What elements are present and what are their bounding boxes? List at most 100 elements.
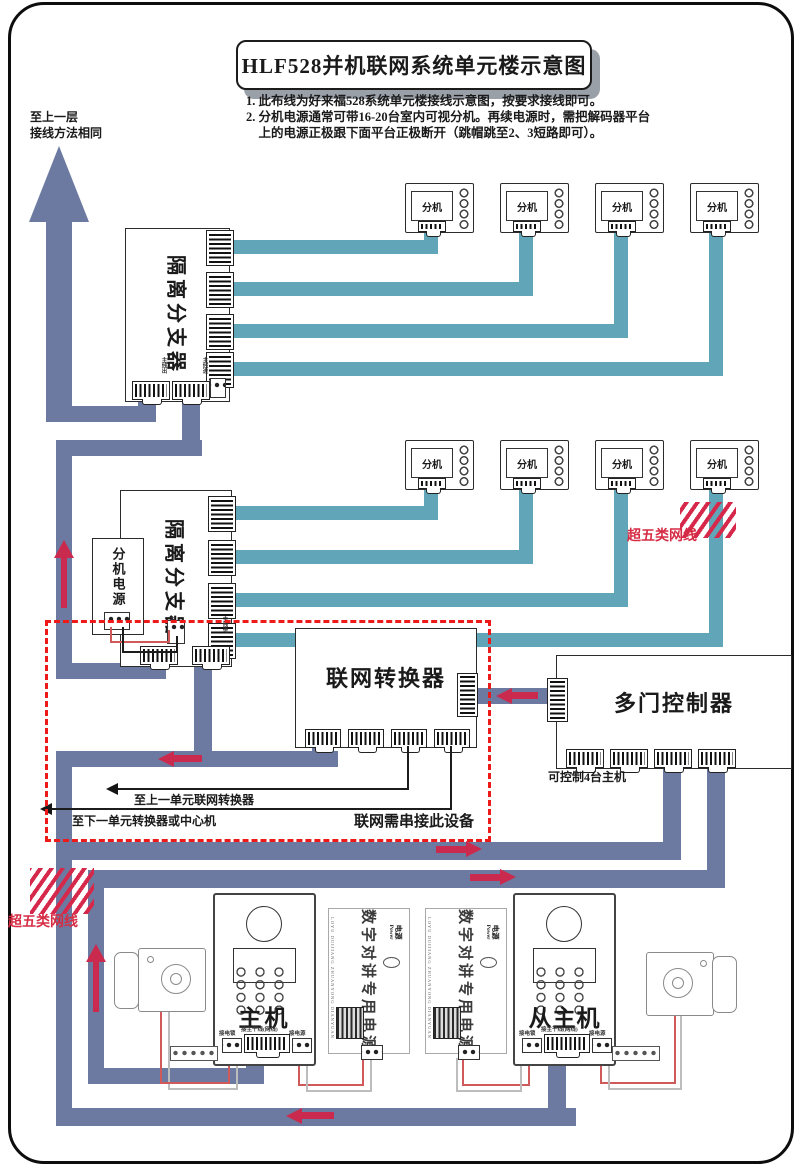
psu2-wire-gray-h [456, 1090, 520, 1092]
cat5-wire-ext5-v [424, 486, 438, 520]
extension-1-buttons [459, 188, 469, 230]
power-wire-black-v2 [176, 636, 178, 653]
lock2-wire-red-v1 [600, 1066, 602, 1084]
wire-mid-link [56, 440, 202, 456]
slave-trunk-connector [544, 1034, 590, 1058]
extension-1-label: 分机 [422, 202, 442, 214]
lock1-screw [147, 956, 154, 963]
note-2: 2. 分机电源通常可带16-20台室内可视分机。再续电源时，需把解码器平台 上的… [246, 110, 651, 141]
extension-2-connector [513, 221, 541, 237]
psu2-output-prongs [458, 1045, 480, 1060]
electric-lock-1 [138, 948, 206, 1012]
splitter1-line-in-label: 主线进 [201, 357, 208, 374]
power-wire-red-h [110, 641, 170, 643]
lock1-strike-plate [114, 952, 139, 1009]
slave-keypad [536, 967, 593, 1018]
lock2-wire-gray-h [608, 1088, 682, 1090]
splitter2-port2 [208, 540, 236, 576]
extension-6-buttons [554, 445, 564, 487]
psu1-power-cn: 电源 [394, 924, 404, 940]
flow-arrow-up-1-shaft [61, 556, 67, 608]
flow-arrow-left-1-head [158, 751, 174, 767]
splitter1-label: 隔离分支器 [164, 255, 186, 375]
extension-unit-7: 分机 [595, 440, 664, 494]
psu1-logo-icon [383, 957, 400, 968]
flow-arrow-up-2-head [86, 944, 106, 962]
splitter2-line-in-connector [192, 646, 230, 670]
master-keypad [236, 967, 293, 1018]
extension-1-screen: 分机 [411, 191, 453, 221]
cat5-wire-ext6-v [519, 486, 533, 564]
splitter1-port3 [206, 314, 234, 350]
converter-port1 [305, 729, 341, 753]
lock2-screw [700, 960, 707, 967]
flow-arrow-right-2-head [500, 869, 516, 885]
master-trunk-connector [244, 1034, 290, 1058]
flow-arrow-left-3-head [286, 1108, 302, 1124]
lock1-wire-gray-up [236, 1066, 238, 1088]
extension-1-connector [418, 221, 446, 237]
psu1-wire-red-v1 [298, 1066, 300, 1086]
diagram-frame [8, 2, 794, 1164]
extension-6-label: 分机 [517, 459, 537, 471]
cat5-wire-ext3-v [614, 229, 628, 338]
master-power-conn-label: 接电源 [289, 1031, 306, 1037]
extension-3-screen: 分机 [601, 191, 643, 221]
flow-arrow-up-1-head [54, 540, 74, 558]
converter-label: 联网转换器 [325, 666, 446, 691]
extension-4-screen: 分机 [696, 191, 738, 221]
splitter2-line-in-label: 主线进 [221, 616, 228, 633]
chain-line-next-v [450, 746, 452, 810]
psu2-power-cn: 电源 [491, 924, 501, 940]
psu1-wire-gray-v1 [306, 1066, 308, 1092]
extension-5-screen: 分机 [411, 448, 453, 478]
psu2-wire-red-v1 [528, 1066, 530, 1086]
cat5-wire-ext5-h [230, 506, 438, 520]
flow-arrow-left-2-head [496, 688, 512, 704]
power-wire-black-v1 [122, 627, 124, 653]
controller-port1 [566, 749, 604, 773]
flow-arrow-up-2-shaft [93, 960, 99, 1012]
electric-lock-2 [646, 952, 714, 1016]
extension-2-buttons [554, 188, 564, 230]
lock1-cylinder-outer [161, 964, 191, 994]
extension-3-connector [608, 221, 636, 237]
to-next-unit-label: 至下一单元转换器或中心机 [72, 814, 217, 828]
controller-side-port [547, 678, 568, 722]
cat5-wire-ext3-h [228, 324, 628, 338]
slave-power-conn-label: 接电源 [589, 1031, 606, 1037]
terminal-strip-2 [612, 1046, 660, 1061]
cat5-wire-ext7-h [230, 593, 628, 607]
master-trunk-conn-label: 接主干线(网线) [241, 1027, 278, 1033]
slave-lock-conn-label: 接电锁 [519, 1031, 536, 1037]
network-converter: 联网转换器 [295, 628, 477, 748]
lock2-cylinder-outer [663, 968, 693, 998]
serial-note-label: 联网需串接此设备 [354, 814, 475, 830]
extension-power-label: 分机电源 [110, 547, 126, 607]
lock2-cylinder-inner [672, 977, 684, 989]
extension-7-screen: 分机 [601, 448, 643, 478]
extension-3-label: 分机 [612, 202, 632, 214]
flow-arrow-left-2-shaft [512, 692, 538, 699]
splitter1-line-in-connector [172, 381, 210, 405]
cat5-label-left: 超五类网线 [8, 915, 78, 930]
flow-arrow-right-1-head [466, 841, 482, 857]
wire-controller-stub1 [663, 768, 681, 844]
to-upper-arrow-head [29, 146, 89, 222]
extension-5-label: 分机 [422, 459, 442, 471]
master-door-panel: 主机 接电锁 接主干线(网线) 接电源 [213, 893, 316, 1066]
extension-2-label: 分机 [517, 202, 537, 214]
flow-arrow-right-1-shaft [436, 846, 466, 853]
cat5-hatch-left [30, 868, 94, 914]
slave-power-connector [592, 1038, 612, 1053]
psu1-side-text: LOYU DUIJIANG ZHUANYONG DIANYUAN [330, 917, 335, 1039]
cat5-wire-ext6-h [230, 550, 533, 564]
controller-port4 [698, 749, 736, 773]
lock1-wire-red-up [228, 1066, 230, 1082]
extension-2-screen: 分机 [506, 191, 548, 221]
power-wire-black-h [122, 651, 178, 653]
diagram-title: HLF528并机联网系统单元楼示意图 [241, 54, 587, 78]
lock2-wire-red-v2 [674, 1014, 676, 1084]
